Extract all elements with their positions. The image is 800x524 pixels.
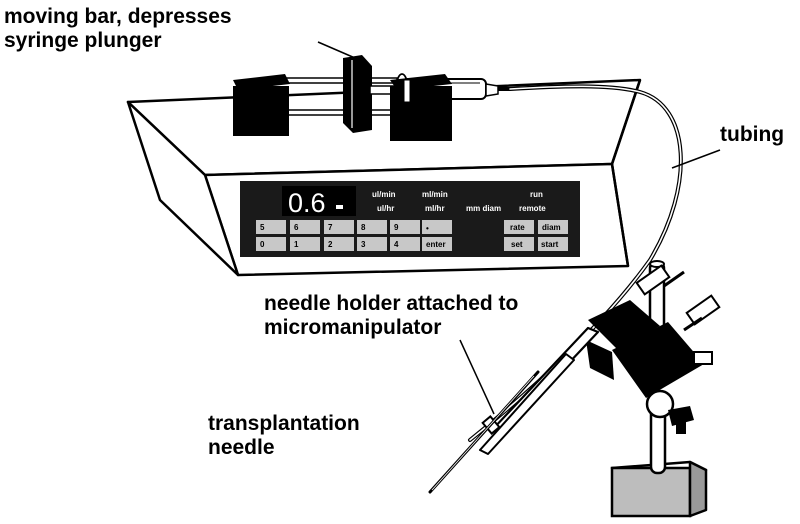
lcd-display [282, 186, 356, 216]
needle-bore [431, 375, 535, 491]
pump-right-edge [610, 79, 642, 165]
needle-holder [479, 326, 600, 455]
base-block [610, 466, 692, 518]
key-set-label: set [511, 240, 523, 249]
key-2[interactable] [324, 237, 354, 251]
right-block [390, 86, 452, 141]
key-diam[interactable] [538, 220, 568, 234]
ball-joint [645, 389, 675, 419]
key-8[interactable] [357, 220, 387, 234]
syringe-mechanism [233, 55, 510, 141]
key-rate[interactable] [504, 220, 534, 234]
base-side [688, 460, 708, 518]
key-decimal-label: • [426, 224, 429, 233]
leader-tubing [671, 149, 721, 169]
adjust-knob-top[interactable] [635, 264, 671, 296]
key-3[interactable] [357, 237, 387, 251]
manipulator-carriage [586, 340, 614, 380]
ml-hr-label: ml/hr [425, 204, 445, 213]
key-start[interactable] [538, 237, 568, 251]
key-0-label: 0 [260, 240, 265, 249]
ul-hr-label: ul/hr [377, 204, 394, 213]
adjust-knob-lower[interactable] [693, 351, 713, 365]
pump-left-face [126, 100, 240, 277]
barrel-clamp [403, 79, 411, 103]
callout-needle-line1: transplantation [208, 412, 360, 435]
manipulator-body-lower [612, 322, 704, 398]
key-5[interactable] [256, 220, 286, 234]
key-enter-label: enter [426, 240, 446, 249]
key-6[interactable] [290, 220, 320, 234]
ul-min-label: ul/min [372, 190, 396, 199]
callout-moving-bar-line1: moving bar, depresses [4, 5, 232, 28]
lock-knob[interactable] [668, 406, 694, 426]
lcd-cursor [336, 205, 343, 209]
keypad: 5 6 7 8 9 • 0 1 2 3 4 enter [256, 220, 568, 251]
key-4[interactable] [390, 237, 420, 251]
display-value: 0.6 [288, 188, 326, 218]
key-9-label: 9 [394, 223, 399, 232]
key-3-label: 3 [361, 240, 366, 249]
key-rate-label: rate [510, 223, 525, 232]
key-decimal[interactable] [422, 220, 452, 234]
pump-right-edge-lower [610, 163, 630, 267]
callout-needle-holder-line1: needle holder attached to [264, 292, 519, 315]
callout-moving-bar-line2: syringe plunger [4, 29, 162, 52]
micromanipulator-stand [586, 260, 721, 518]
syringe-tip [485, 83, 499, 97]
key-2-label: 2 [328, 240, 333, 249]
key-6-label: 6 [294, 223, 299, 232]
remote-label: remote [519, 204, 546, 213]
key-4-label: 4 [394, 240, 399, 249]
leader-needle-holder [459, 339, 495, 415]
mm-diam-label: mm diam [466, 204, 501, 213]
key-start-label: start [541, 240, 559, 249]
key-enter[interactable] [422, 237, 452, 251]
run-label: run [530, 190, 543, 199]
key-7[interactable] [324, 220, 354, 234]
lock-knob-stem [676, 420, 686, 434]
key-diam-label: diam [542, 223, 561, 232]
adjust-screw-side [683, 316, 703, 332]
left-block [233, 86, 289, 136]
control-panel: 0.6 ul/min ml/min run ul/hr ml/hr mm dia… [240, 181, 580, 257]
key-1-label: 1 [294, 240, 299, 249]
callout-tubing: tubing [720, 123, 785, 146]
callout-needle-line2: needle [208, 436, 275, 459]
key-8-label: 8 [361, 223, 366, 232]
callout-needle-holder-line2: micromanipulator [264, 316, 442, 339]
holder-rail [479, 353, 575, 455]
adjust-knob-side[interactable] [685, 294, 721, 326]
guide-rod-top [284, 77, 398, 84]
key-7-label: 7 [328, 223, 333, 232]
key-set[interactable] [504, 237, 534, 251]
key-9[interactable] [390, 220, 420, 234]
adjust-screw-top [663, 270, 685, 288]
key-5-label: 5 [260, 223, 265, 232]
syringe-hub [498, 87, 510, 91]
leader-moving-bar [317, 41, 356, 59]
guide-rod-bottom [284, 109, 398, 116]
moving-bar [343, 55, 372, 133]
key-0[interactable] [256, 237, 286, 251]
ml-min-label: ml/min [422, 190, 448, 199]
manipulator-body-upper [588, 300, 660, 350]
key-1[interactable] [290, 237, 320, 251]
